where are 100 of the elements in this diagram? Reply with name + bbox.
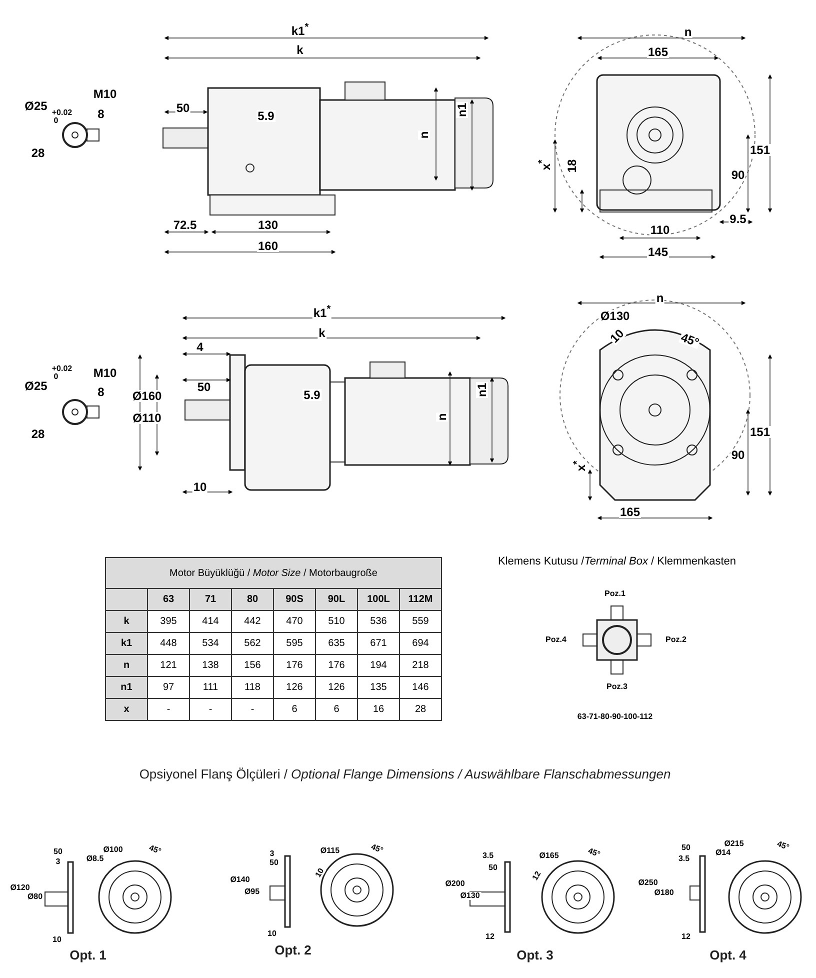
dimension-label: k1$^{*}$ [312,305,332,319]
dimension-label: 110 [649,224,671,236]
table-cell: 595 [274,632,316,654]
table-cell: 671 [358,632,400,654]
option-label: Opt. 2 [274,944,312,956]
dimension-label: 10 [192,481,208,493]
dimension-label: 5.9 [302,389,322,401]
table-cell: 118 [232,676,274,698]
table-cell: 694 [400,632,442,654]
dimension-label: 50 [268,859,280,867]
column-header: 100L [358,588,400,610]
dimension-label: 3.5 [677,855,691,863]
dimension-label: 165 [618,506,642,518]
dimension-label: Ø25 [24,380,48,392]
dimension-label: Ø160 [131,390,163,402]
table-cell: 6 [274,698,316,720]
dimension-label: Ø130 [459,892,481,900]
dimension-label: 4 [196,341,204,353]
dimension-label: 50 [488,864,498,872]
row-header: n [106,654,148,676]
table-cell: 562 [232,632,274,654]
dimension-label: 3 [54,858,62,866]
dimension-label: k1$^{*}$ [290,23,310,37]
dimension-label: 18 [566,158,578,174]
dimension-label: 12 [484,933,496,941]
table-cell: 536 [358,610,400,632]
dimension-label: 10 [52,936,62,944]
dimension-label: 10 [266,930,278,938]
dimension-label: 151 [748,144,772,156]
table-cell: 138 [190,654,232,676]
dimension-label: Ø8.5 [85,855,105,863]
table-cell: 635 [316,632,358,654]
dimension-label: k [296,44,304,56]
table-cell: 111 [190,676,232,698]
dimension-label: 160 [256,240,280,252]
table-cell: 510 [316,610,358,632]
dimension-label: 8 [96,108,106,120]
dimension-label: 12 [530,869,544,883]
dimension-label: 5.9 [256,110,276,122]
dimension-label: Ø110 [132,412,162,424]
dimension-label: 50 [680,844,692,852]
dimension-label: Ø180 [653,889,675,897]
table-cell: 448 [148,632,190,654]
row-header: k [106,610,148,632]
position-label: Poz.2 [664,636,688,644]
table-cell: 442 [232,610,274,632]
dimension-label: M10 [92,367,118,379]
dimension-label: 9.5 [728,213,748,225]
terminal-box-title: Klemens Kutusu /Terminal Box / Klemmenkasten [496,556,738,568]
dimension-label: Ø250 [637,879,659,887]
table-cell: 135 [358,676,400,698]
dimension-label: 3.5 [481,852,495,860]
dimension-label: Ø200 [444,880,466,888]
column-header: 63 [148,588,190,610]
dimension-label: Ø165 [538,852,560,860]
table-cell: - [190,698,232,720]
dimension-label: 28 [30,428,46,440]
table-cell: 16 [358,698,400,720]
dimension-label: Ø115 [319,847,341,855]
table-cell: 559 [400,610,442,632]
dimension-label: n1 [456,102,468,118]
dimension-label: Ø140 [229,876,251,884]
option-label: Opt. 4 [708,948,748,962]
dimension-label: +0.02 [50,109,74,117]
table-cell: 126 [316,676,358,698]
table-header: Motor Büyüklüğü / Motor Size / Motorbaugroße [106,558,442,588]
dimension-label: Ø14 [714,849,732,857]
table-cell: 414 [190,610,232,632]
dimension-label: Ø80 [26,893,44,901]
dimension-label: 151 [748,426,772,438]
dimension-label: n1 [476,382,488,398]
table-cell: 97 [148,676,190,698]
position-label: Poz.1 [604,590,626,598]
dimension-label: Ø120 [9,884,31,892]
table-cell: - [232,698,274,720]
table-cell: 126 [274,676,316,698]
dimension-label: Ø130 [599,310,631,322]
table-cell: 176 [316,654,358,676]
motor-sizes-note: 63-71-80-90-100-112 [576,713,654,721]
dimension-label: 165 [646,46,670,58]
dimension-label: M10 [92,88,118,100]
column-header: 71 [190,588,232,610]
column-header: 112M [400,588,442,610]
dimension-label: 130 [256,219,280,231]
dimension-label: 0 [52,117,60,125]
table-cell: 470 [274,610,316,632]
dimension-label: 145 [646,246,670,258]
dimension-label: 12 [680,933,692,941]
dimension-label: 90 [730,169,746,181]
table-cell: 176 [274,654,316,676]
option-label: Opt. 1 [68,948,108,962]
row-header: k1 [106,632,148,654]
table-cell: 156 [232,654,274,676]
table-cell: 194 [358,654,400,676]
table-cell: 28 [400,698,442,720]
dimension-label: 3 [268,850,276,858]
dimension-label: 0 [52,373,60,381]
option-label: Opt. 3 [516,948,554,962]
table-cell: 534 [190,632,232,654]
dimension-label: 50 [175,102,191,114]
